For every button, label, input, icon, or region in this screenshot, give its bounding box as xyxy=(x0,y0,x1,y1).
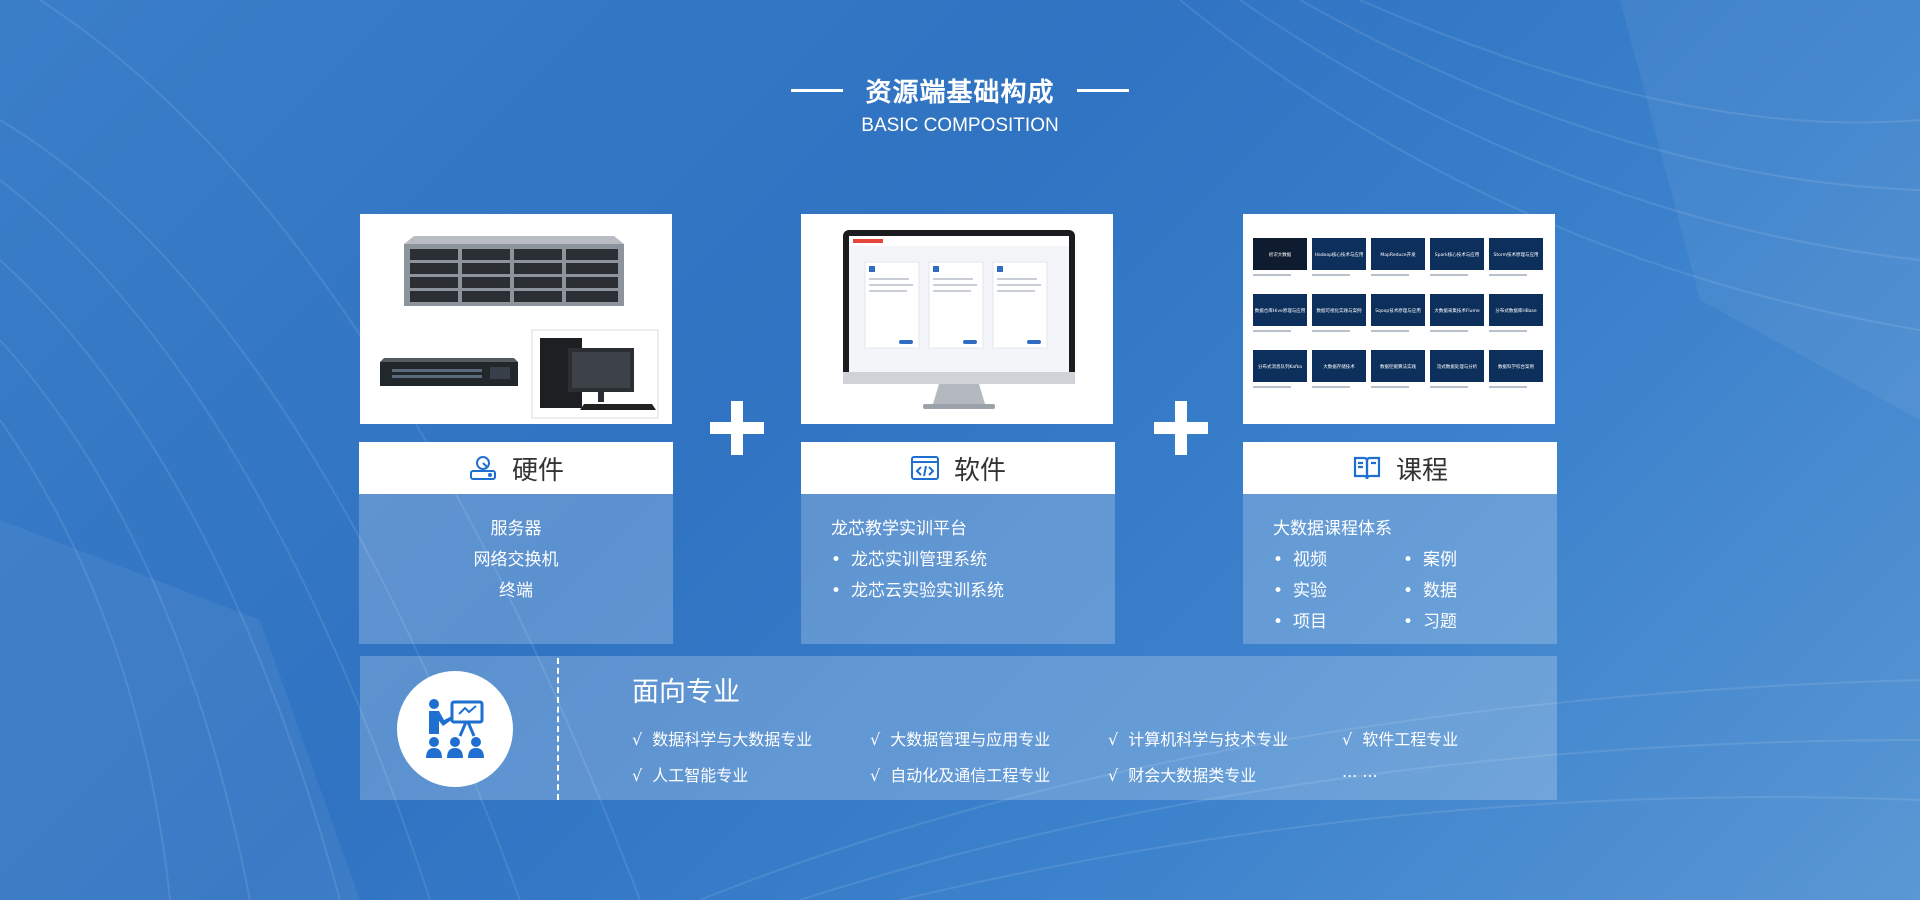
section-header: 资源端基础构成 BASIC COMPOSITION xyxy=(0,72,1920,137)
course-thumbnail-title: 大数据存储技术 xyxy=(1323,363,1355,370)
hardware-item: 服务器 xyxy=(490,519,542,539)
course-thumbnail-title: 流式数据处理与分析 xyxy=(1437,363,1478,370)
course-thumbnail: 数据科学综合案例 xyxy=(1489,350,1543,388)
course-thumbnail-title: Spark核心技术与应用 xyxy=(1435,251,1479,258)
majors-list: √数据科学与大数据专业 √大数据管理与应用专业 √计算机科学与技术专业 √软件工… xyxy=(632,726,1542,786)
major-item: √财会大数据类专业 xyxy=(1108,766,1257,785)
major-item: √软件工程专业 xyxy=(1342,730,1459,749)
network-switch-picture xyxy=(380,358,518,386)
major-item: √自动化及通信工程专业 xyxy=(870,766,1051,785)
course-detail: 大数据课程体系 视频 案例 实验 数据 项目 习题 xyxy=(1243,494,1557,644)
dashed-divider xyxy=(557,658,559,800)
course-item: 习题 xyxy=(1403,607,1533,638)
server-picture xyxy=(404,236,624,306)
software-label: 软件 xyxy=(953,455,1006,486)
monitor-picture xyxy=(843,230,1075,409)
majors-title: 面向专业 xyxy=(632,677,740,708)
course-item: 案例 xyxy=(1403,545,1533,576)
hardware-image xyxy=(360,214,672,424)
course-thumbnail-title: 初识大数据 xyxy=(1269,251,1292,258)
major-item: √人工智能专业 xyxy=(632,766,749,785)
course-heading: 大数据课程体系 xyxy=(1273,519,1392,539)
major-item: √数据科学与大数据专业 xyxy=(632,730,813,749)
course-item: 视频 xyxy=(1273,545,1403,576)
major-item: √大数据管理与应用专业 xyxy=(870,730,1051,749)
course-thumbnail-title: 分布式消息队列Kafka xyxy=(1258,363,1302,370)
page-subtitle: BASIC COMPOSITION xyxy=(861,115,1059,136)
course-item: 实验 xyxy=(1273,576,1403,607)
software-item: 龙芯云实验实训系统 xyxy=(831,576,1115,607)
plus-sign-1 xyxy=(710,401,764,455)
course-thumbnail-title: Hadoop核心技术与应用 xyxy=(1315,251,1364,258)
course-thumbnail: Storm技术原理与应用 xyxy=(1489,238,1543,276)
major-item: ... ... xyxy=(1342,762,1378,781)
course-thumbnail-title: Storm技术原理与应用 xyxy=(1493,251,1538,258)
course-thumbnail-title: 分布式数据库HBase xyxy=(1495,307,1537,314)
hardware-detail: 服务器 网络交换机 终端 xyxy=(359,494,673,644)
course-thumbnail-title: Sqoop技术原理与应用 xyxy=(1375,307,1421,314)
teacher-presentation-icon xyxy=(426,699,484,758)
course-thumbnail: 大数据采集技术Flume xyxy=(1430,294,1484,332)
software-heading: 龙芯教学实训平台 xyxy=(831,519,967,539)
terminal-picture xyxy=(531,329,659,419)
code-window-icon xyxy=(910,456,939,480)
course-item: 数据 xyxy=(1403,576,1533,607)
hardware-item: 网络交换机 xyxy=(473,550,559,570)
course-thumbnail: 分布式消息队列Kafka xyxy=(1253,350,1307,388)
hardware-label-bar: 硬件 xyxy=(359,442,673,494)
course-label-bar: 课程 xyxy=(1243,442,1557,494)
hardware-drive-icon xyxy=(469,456,496,480)
course-thumbnail-title: 数据科学综合案例 xyxy=(1498,363,1534,370)
software-item: 龙芯实训管理系统 xyxy=(831,545,1115,576)
title-line-right xyxy=(1076,89,1129,92)
courses-image: 初识大数据 Hadoop核心技术与应用 MapReduce开发 Spark核心技术与应… xyxy=(1243,214,1555,424)
course-thumbnail: 数据可视化实践与案例 xyxy=(1312,294,1366,332)
page-title: 资源端基础构成 xyxy=(865,78,1055,108)
course-thumbnail: Sqoop技术原理与应用 xyxy=(1371,294,1425,332)
course-thumbnail: Spark核心技术与应用 xyxy=(1430,238,1484,276)
course-thumbnail: MapReduce开发 xyxy=(1371,238,1425,276)
title-line-left xyxy=(791,89,844,92)
software-image xyxy=(801,214,1113,424)
course-thumbnail-title: 大数据采集技术Flume xyxy=(1434,307,1480,314)
software-detail: 龙芯教学实训平台 龙芯实训管理系统 龙芯云实验实训系统 xyxy=(801,494,1115,644)
major-item: √计算机科学与技术专业 xyxy=(1108,730,1289,749)
course-thumbnail: Hadoop核心技术与应用 xyxy=(1312,238,1366,276)
course-thumbnail: 分布式数据库HBase xyxy=(1489,294,1543,332)
course-thumbnail: 数据仓库Hive原理与应用 xyxy=(1253,294,1307,332)
plus-sign-2 xyxy=(1154,401,1208,455)
course-thumbnail-title: 数据挖掘算法实践 xyxy=(1380,363,1416,370)
course-thumbnail-title: MapReduce开发 xyxy=(1380,251,1416,258)
software-label-bar: 软件 xyxy=(801,442,1115,494)
course-thumbnail-title: 数据仓库Hive原理与应用 xyxy=(1255,307,1306,314)
course-label: 课程 xyxy=(1395,455,1448,486)
presentation-icon-circle xyxy=(397,671,513,787)
open-book-icon xyxy=(1353,456,1381,480)
course-thumbnail: 数据挖掘算法实践 xyxy=(1371,350,1425,388)
hardware-label: 硬件 xyxy=(511,455,564,486)
course-item: 项目 xyxy=(1273,607,1403,638)
course-thumbnail: 大数据存储技术 xyxy=(1312,350,1366,388)
majors-panel: 面向专业 √数据科学与大数据专业 √大数据管理与应用专业 √计算机科学与技术专业… xyxy=(360,656,1557,800)
course-thumbnail-title: 数据可视化实践与案例 xyxy=(1317,307,1362,314)
hardware-item: 终端 xyxy=(499,581,533,601)
course-thumbnail: 流式数据处理与分析 xyxy=(1430,350,1484,388)
course-thumbnail: 初识大数据 xyxy=(1253,238,1307,276)
